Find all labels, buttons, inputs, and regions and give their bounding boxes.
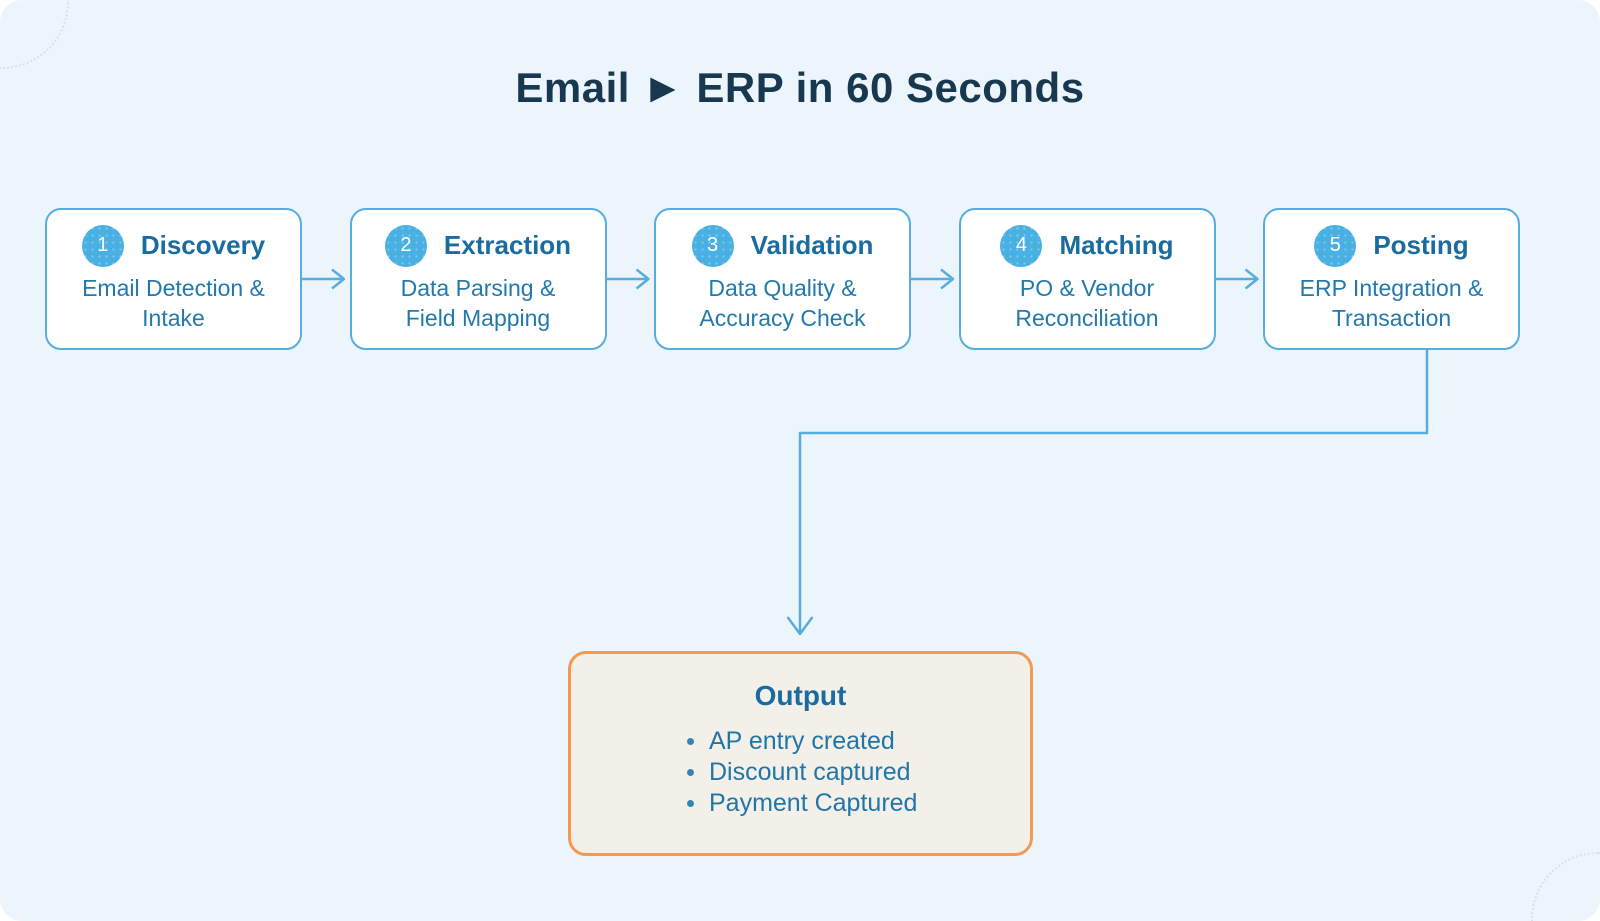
step-header: 5 Posting: [1314, 224, 1469, 267]
step-card-validation: 3 Validation Data Quality & Accuracy Che…: [654, 208, 911, 350]
connector-posting-to-output: [798, 350, 1429, 633]
output-item-text: Payment Captured: [709, 789, 918, 817]
diagram-title: Email ► ERP in 60 Seconds: [515, 64, 1085, 111]
step-number-badge: 4: [1000, 224, 1043, 267]
step-header: 2 Extraction: [384, 224, 572, 267]
step-card-matching: 4 Matching PO & Vendor Reconciliation: [958, 208, 1216, 350]
step-subtitle: Data Quality & Accuracy Check: [699, 274, 866, 331]
step-number-badge: 1: [81, 224, 124, 267]
output-box: Output AP entry created Discount capture…: [568, 651, 1033, 856]
bullet-icon: [687, 769, 694, 776]
step-header: 3 Validation: [691, 224, 874, 267]
output-list-item: Payment Captured: [687, 788, 1030, 819]
output-list-item: AP entry created: [687, 726, 1030, 757]
step-title: Discovery: [140, 230, 266, 261]
step-card-posting: 5 Posting ERP Integration & Transaction: [1263, 208, 1520, 350]
step-title: Matching: [1059, 230, 1174, 261]
step-title: Posting: [1373, 230, 1469, 261]
step-header: 1 Discovery: [81, 224, 266, 267]
step-header: 4 Matching: [1000, 224, 1174, 267]
arrowhead-posting-to-output: [786, 616, 814, 636]
bullet-icon: [687, 800, 694, 807]
step-subtitle: Email Detection & Intake: [82, 274, 265, 331]
step-subtitle: ERP Integration & Transaction: [1299, 274, 1484, 331]
step-card-extraction: 2 Extraction Data Parsing & Field Mappin…: [349, 208, 607, 350]
output-item-text: AP entry created: [709, 727, 895, 755]
output-title: Output: [754, 680, 847, 711]
bullet-icon: [687, 738, 694, 745]
step-title: Extraction: [443, 230, 572, 261]
steps-row: 1 Discovery Email Detection & Intake 2 E…: [45, 208, 1520, 350]
step-number-badge: 3: [691, 224, 734, 267]
step-card-discovery: 1 Discovery Email Detection & Intake: [45, 208, 302, 350]
step-subtitle: PO & Vendor Reconciliation: [1015, 274, 1159, 331]
step-number-badge: 2: [384, 224, 427, 267]
step-subtitle: Data Parsing & Field Mapping: [400, 274, 556, 331]
corner-dots-decoration-top-left: [0, 0, 69, 69]
step-number-badge: 5: [1314, 224, 1357, 267]
output-list: AP entry created Discount captured Payme…: [571, 726, 1030, 819]
corner-dots-decoration-bottom-right: [1531, 852, 1600, 921]
step-title: Validation: [750, 230, 874, 261]
output-item-text: Discount captured: [709, 758, 911, 786]
output-list-item: Discount captured: [687, 757, 1030, 788]
